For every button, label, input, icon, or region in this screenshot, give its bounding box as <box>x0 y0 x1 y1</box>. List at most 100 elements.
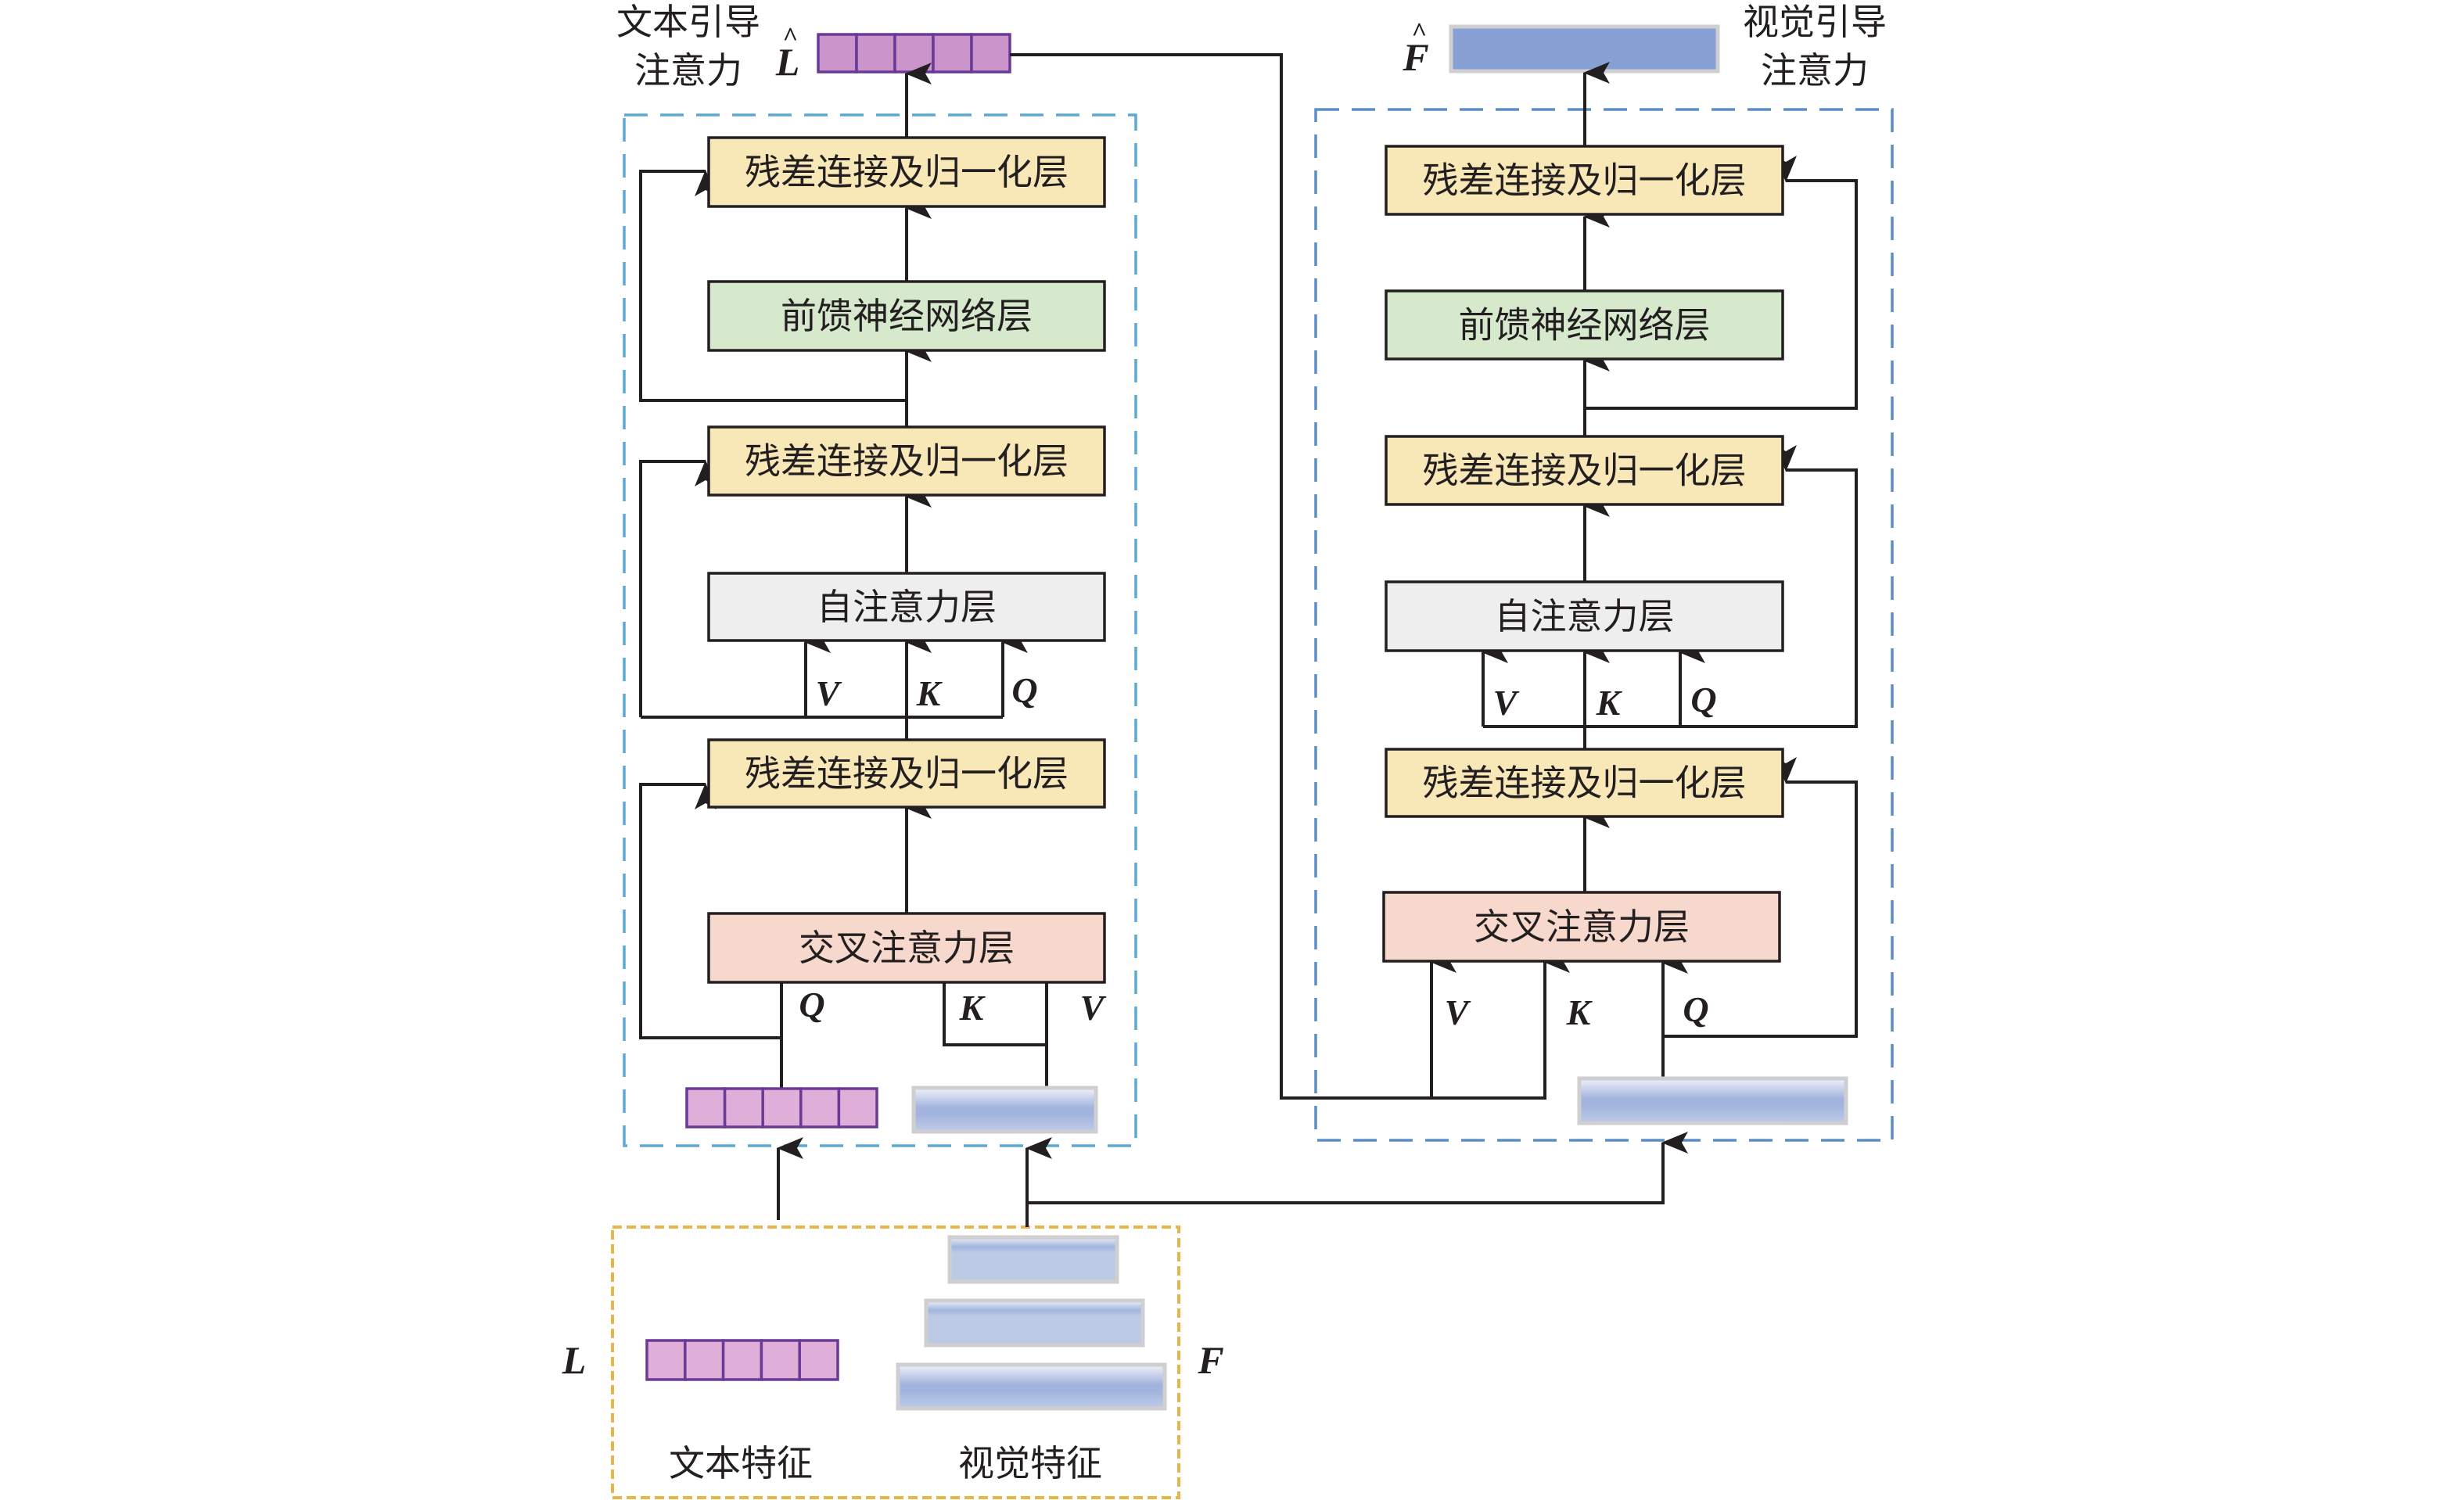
text-features-symbol: L <box>562 1338 587 1382</box>
text-branch-feed-forward-layer: 前馈神经网络层 <box>707 280 1106 352</box>
layer-box <box>707 425 1106 497</box>
visual-ffn-residual-loop <box>1585 156 1858 410</box>
text-branch-token-cell <box>723 1087 764 1129</box>
visual-features-to-visual-branch <box>1027 1132 1688 1204</box>
visual-branch-residual-norm-low-layer: 残差连接及归一化层 <box>1385 748 1784 818</box>
text-guided-title-line2: 注意力 <box>634 49 742 92</box>
visual-self-attn-residual-loop <box>1483 445 1858 728</box>
visual-feature-scale-3 <box>896 1362 1167 1411</box>
visual-guided-attention-output: F ^ 视觉引导 注意力 <box>1402 1 1887 92</box>
layer-box <box>707 280 1106 352</box>
visual-guided-title-line2: 注意力 <box>1761 49 1869 92</box>
layer-label: 交叉注意力层 <box>1474 906 1690 948</box>
visual-self-attn-q-label: Q <box>1690 680 1716 719</box>
visual-branch-residual-norm-top-layer: 残差连接及归一化层 <box>1385 145 1784 216</box>
text-self-attn-residual-loop <box>639 460 717 717</box>
text-branch-visual-feature <box>911 1086 1098 1134</box>
text-feature-token-cell <box>645 1339 687 1381</box>
text-branch-residual-norm-mid-layer: 残差连接及归一化层 <box>707 425 1106 497</box>
text-features-token-vector <box>645 1339 839 1381</box>
text-cross-attention-labels: Q K V <box>799 985 1106 1028</box>
input-features: L F 文本特征 视觉特征 <box>562 1235 1224 1484</box>
layer-box <box>1385 748 1784 818</box>
visual-branch-container <box>1314 108 1894 1142</box>
layer-box <box>707 738 1106 809</box>
text-branch-self-attention-layer: 自注意力层 <box>707 572 1106 642</box>
visual-feature-scale-2 <box>924 1298 1145 1347</box>
visual-features-label: 视觉特征 <box>958 1442 1102 1484</box>
text-self-attn-v-label: V <box>816 673 842 713</box>
l-hat-token-cell <box>932 33 973 74</box>
text-branch-token-cell <box>761 1087 803 1129</box>
visual-branch-visual-feature <box>1577 1076 1848 1125</box>
text-branch-container <box>623 113 1137 1147</box>
layer-box <box>1382 891 1781 963</box>
text-guided-title-line1: 文本引导 <box>616 1 760 43</box>
text-branch-cross-attention-layer: 交叉注意力层 <box>707 912 1106 984</box>
text-feature-token-cell <box>798 1339 839 1381</box>
visual-self-attention-labels: V K Q <box>1493 680 1717 723</box>
text-feature-token-cell <box>721 1339 763 1381</box>
l-hat-token-vector <box>817 33 1011 74</box>
visual-branch-cross-attention-layer: 交叉注意力层 <box>1382 891 1781 963</box>
l-hat-token-cell <box>817 33 858 74</box>
f-hat-accent: ^ <box>1411 18 1426 47</box>
text-branch-residual-norm-low-layer: 残差连接及归一化层 <box>707 738 1106 809</box>
layer-label: 残差连接及归一化层 <box>1423 762 1747 804</box>
text-self-attention-labels: V K Q <box>816 670 1038 713</box>
text-branch-token-vector <box>685 1087 878 1129</box>
layer-box <box>1385 435 1784 506</box>
layer-label: 交叉注意力层 <box>799 927 1015 969</box>
visual-cross-k-label: K <box>1566 992 1593 1032</box>
text-guided-attention-output: 文本引导 注意力 L ^ <box>616 1 1011 92</box>
visual-feature-scale-1 <box>947 1235 1119 1284</box>
text-branch-token-cell <box>685 1087 727 1129</box>
l-hat-symbol: L <box>775 40 800 84</box>
layer-label: 残差连接及归一化层 <box>745 440 1069 483</box>
text-self-attn-q-label: Q <box>1011 670 1037 710</box>
text-cross-residual-loop <box>639 783 781 1039</box>
l-hat-token-cell <box>855 33 896 74</box>
text-branch-residual-norm-top-layer: 残差连接及归一化层 <box>707 136 1106 208</box>
layer-label: 残差连接及归一化层 <box>1423 450 1747 492</box>
visual-cross-attention-labels: V K Q <box>1445 989 1709 1032</box>
text-self-attn-k-label: K <box>916 673 943 713</box>
text-features-label: 文本特征 <box>669 1442 813 1484</box>
visual-self-attn-v-label: V <box>1493 683 1520 723</box>
l-hat-token-cell <box>893 33 935 74</box>
layer-box <box>1385 289 1784 361</box>
l-hat-token-cell <box>970 33 1011 74</box>
text-branch-layers: 残差连接及归一化层前馈神经网络层残差连接及归一化层自注意力层残差连接及归一化层交… <box>707 136 1106 984</box>
text-branch-token-cell <box>837 1087 878 1129</box>
text-cross-v-label: V <box>1080 988 1107 1028</box>
layer-box <box>707 912 1106 984</box>
visual-self-attn-k-label: K <box>1596 683 1623 723</box>
connections <box>639 53 1858 1227</box>
layer-label: 残差连接及归一化层 <box>1423 160 1747 202</box>
visual-features-symbol: F <box>1197 1338 1223 1382</box>
text-feature-token-cell <box>760 1339 801 1381</box>
text-cross-k-label: K <box>959 988 986 1028</box>
visual-cross-residual-loop <box>1663 757 1858 1038</box>
layer-label: 前馈神经网络层 <box>1459 304 1711 346</box>
layer-label: 自注意力层 <box>1495 595 1675 637</box>
text-ffn-residual-loop <box>639 170 907 402</box>
layer-label: 残差连接及归一化层 <box>745 752 1069 795</box>
layer-label: 自注意力层 <box>817 586 997 628</box>
layer-box <box>707 136 1106 208</box>
layer-label: 残差连接及归一化层 <box>745 151 1069 193</box>
visual-guided-title-line1: 视觉引导 <box>1743 1 1887 43</box>
text-feature-token-cell <box>684 1339 725 1381</box>
layer-label: 前馈神经网络层 <box>781 295 1033 337</box>
text-cross-q-label: Q <box>799 985 824 1025</box>
input-features-container <box>611 1225 1180 1499</box>
l-hat-accent: ^ <box>782 23 797 52</box>
layer-box <box>707 572 1106 642</box>
f-hat-symbol: F <box>1402 35 1428 79</box>
layer-box <box>1385 145 1784 216</box>
visual-branch-self-attention-layer: 自注意力层 <box>1385 580 1784 652</box>
visual-branch-layers: 残差连接及归一化层前馈神经网络层残差连接及归一化层自注意力层残差连接及归一化层交… <box>1382 145 1784 963</box>
text-branch-token-cell <box>799 1087 841 1129</box>
visual-branch-residual-norm-mid-layer: 残差连接及归一化层 <box>1385 435 1784 506</box>
